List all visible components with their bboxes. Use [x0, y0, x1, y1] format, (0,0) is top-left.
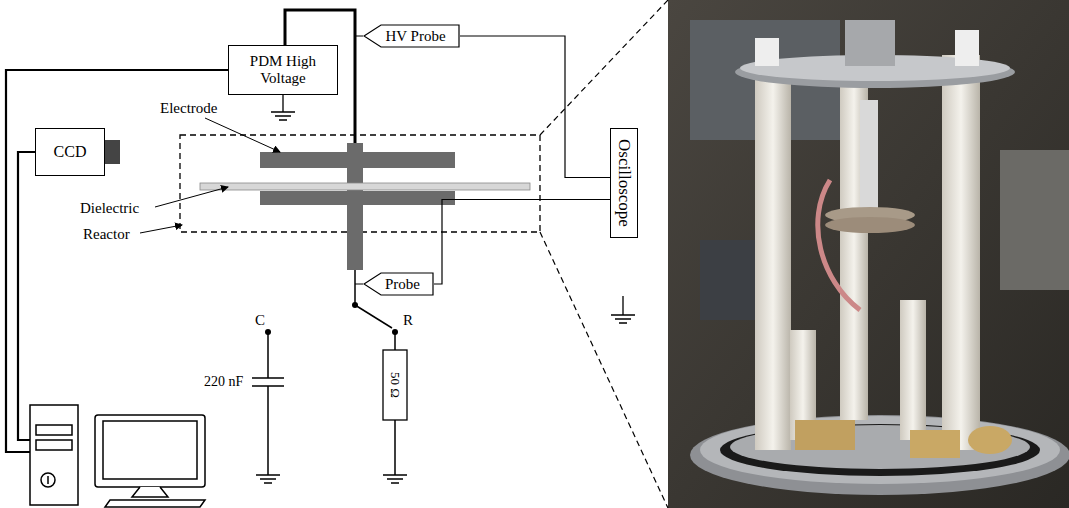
device-box: CCD [35, 128, 105, 176]
reactor-photo [668, 0, 1069, 508]
part-label: 220 nF [204, 374, 243, 390]
device-box: PDM High Voltage [228, 45, 338, 95]
node-label: Oscilloscope [614, 139, 634, 227]
part-label: R [403, 312, 413, 329]
part-label: Electrode [160, 100, 217, 117]
part-label: Reactor [83, 226, 130, 243]
signal-wire [460, 36, 610, 178]
oscilloscope-box: Oscilloscope [610, 128, 638, 238]
node-label: Probe [385, 272, 420, 296]
probe-tap [355, 36, 363, 284]
probe-shape: HV Probe [363, 24, 460, 48]
node-label: PDM High Voltage [235, 53, 331, 88]
part-label: Dielectric [80, 200, 139, 217]
node-label: CCD [42, 143, 98, 161]
probe-shape: Probe [363, 272, 434, 296]
node-label: HV Probe [385, 24, 446, 48]
computer-icon [30, 405, 205, 507]
part-label: C [255, 312, 265, 329]
signal-wire [434, 200, 610, 285]
part-label: 50 Ω [387, 372, 403, 398]
